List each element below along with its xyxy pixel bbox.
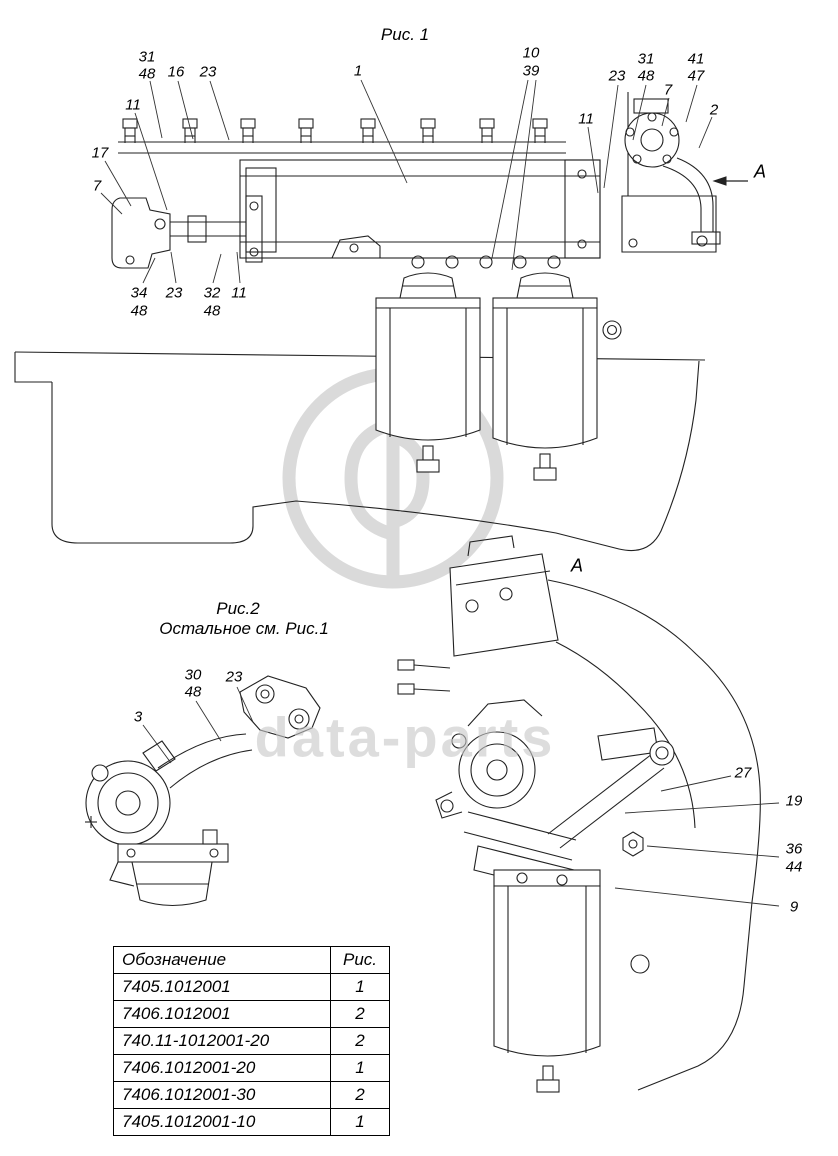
fig1-callout-47: 47 [687,67,705,85]
part-figure-ref: 2 [330,1000,390,1028]
view-a-callout-19: 19 [785,792,803,810]
fig2-callout-23: 23 [225,668,243,686]
fig1-view-arrow-label: А [753,161,767,182]
fig1-callout-11: 11 [578,110,594,128]
designation-column-header: Обозначение [113,946,331,974]
fig1-callout-11: 11 [125,96,141,114]
part-designation: 7406.1012001-20 [113,1054,331,1082]
fig1-leader-lines [100,79,713,284]
view-a-callout-36: 36 [785,840,803,858]
watermark: data-parts [254,705,556,769]
view-a-leader-lines [614,775,780,907]
fig1-callout-10: 10 [522,44,540,62]
fig1-callout-48: 48 [203,302,221,320]
view-a-callout-9: 9 [789,898,799,916]
fig1-callout-16: 16 [167,63,185,81]
fig1-callout-1: 1 [353,62,363,80]
fig1-callout-23: 23 [165,284,183,302]
part-figure-ref: 2 [330,1081,390,1109]
fig2-drawing [85,675,321,906]
fig2-leader-lines [142,686,254,764]
fig2-subtitle: Остальное см. Рис.1 [159,619,329,638]
fig1-callout-11: 11 [231,284,247,302]
fig1-drawing [14,92,721,552]
fig1-callout-7: 7 [663,81,673,99]
view-a-callout-44: 44 [785,858,803,876]
parts-table-header-row: Обозначение Рис. [113,946,390,974]
fig1-callout-23: 23 [608,67,626,85]
view-direction-arrow [712,176,748,186]
part-designation: 740.11-1012001-20 [113,1027,331,1055]
part-figure-ref: 1 [330,1054,390,1082]
part-designation: 7406.1012001 [113,1000,331,1028]
fig1-callout-34: 34 [130,284,148,302]
fig1-callout-48: 48 [138,65,156,83]
fig2-callout-3: 3 [133,708,143,726]
fig2-title: Рис.2 [216,599,260,618]
view-a-callout-27: 27 [734,764,752,782]
part-figure-ref: 1 [330,1108,390,1136]
view-a-label: А [570,555,584,576]
fig2-callout-48: 48 [184,683,202,701]
fig2-callout-30: 30 [184,666,202,684]
fig1-callout-17: 17 [91,144,109,162]
fig1-callout-7: 7 [92,177,102,195]
fig1-callout-48: 48 [637,67,655,85]
part-designation: 7406.1012001-30 [113,1081,331,1109]
part-figure-ref: 2 [330,1027,390,1055]
figure-column-header: Рис. [330,946,390,974]
fig1-callout-48: 48 [130,302,148,320]
fig1-oil-filters [375,272,598,481]
fig1-callout-31: 31 [138,48,156,66]
fig1-callout-31: 31 [637,50,655,68]
view-a-drawing [397,535,761,1093]
fig1-callout-23: 23 [199,63,217,81]
part-figure-ref: 1 [330,973,390,1001]
part-designation: 7405.1012001-10 [113,1108,331,1136]
fig1-callout-32: 32 [203,284,221,302]
fig1-callout-39: 39 [522,62,540,80]
fig1-callout-41: 41 [687,50,705,68]
part-designation: 7405.1012001 [113,973,331,1001]
fig1-callout-2: 2 [709,101,719,119]
fig1-title: Рис. 1 [380,25,430,44]
